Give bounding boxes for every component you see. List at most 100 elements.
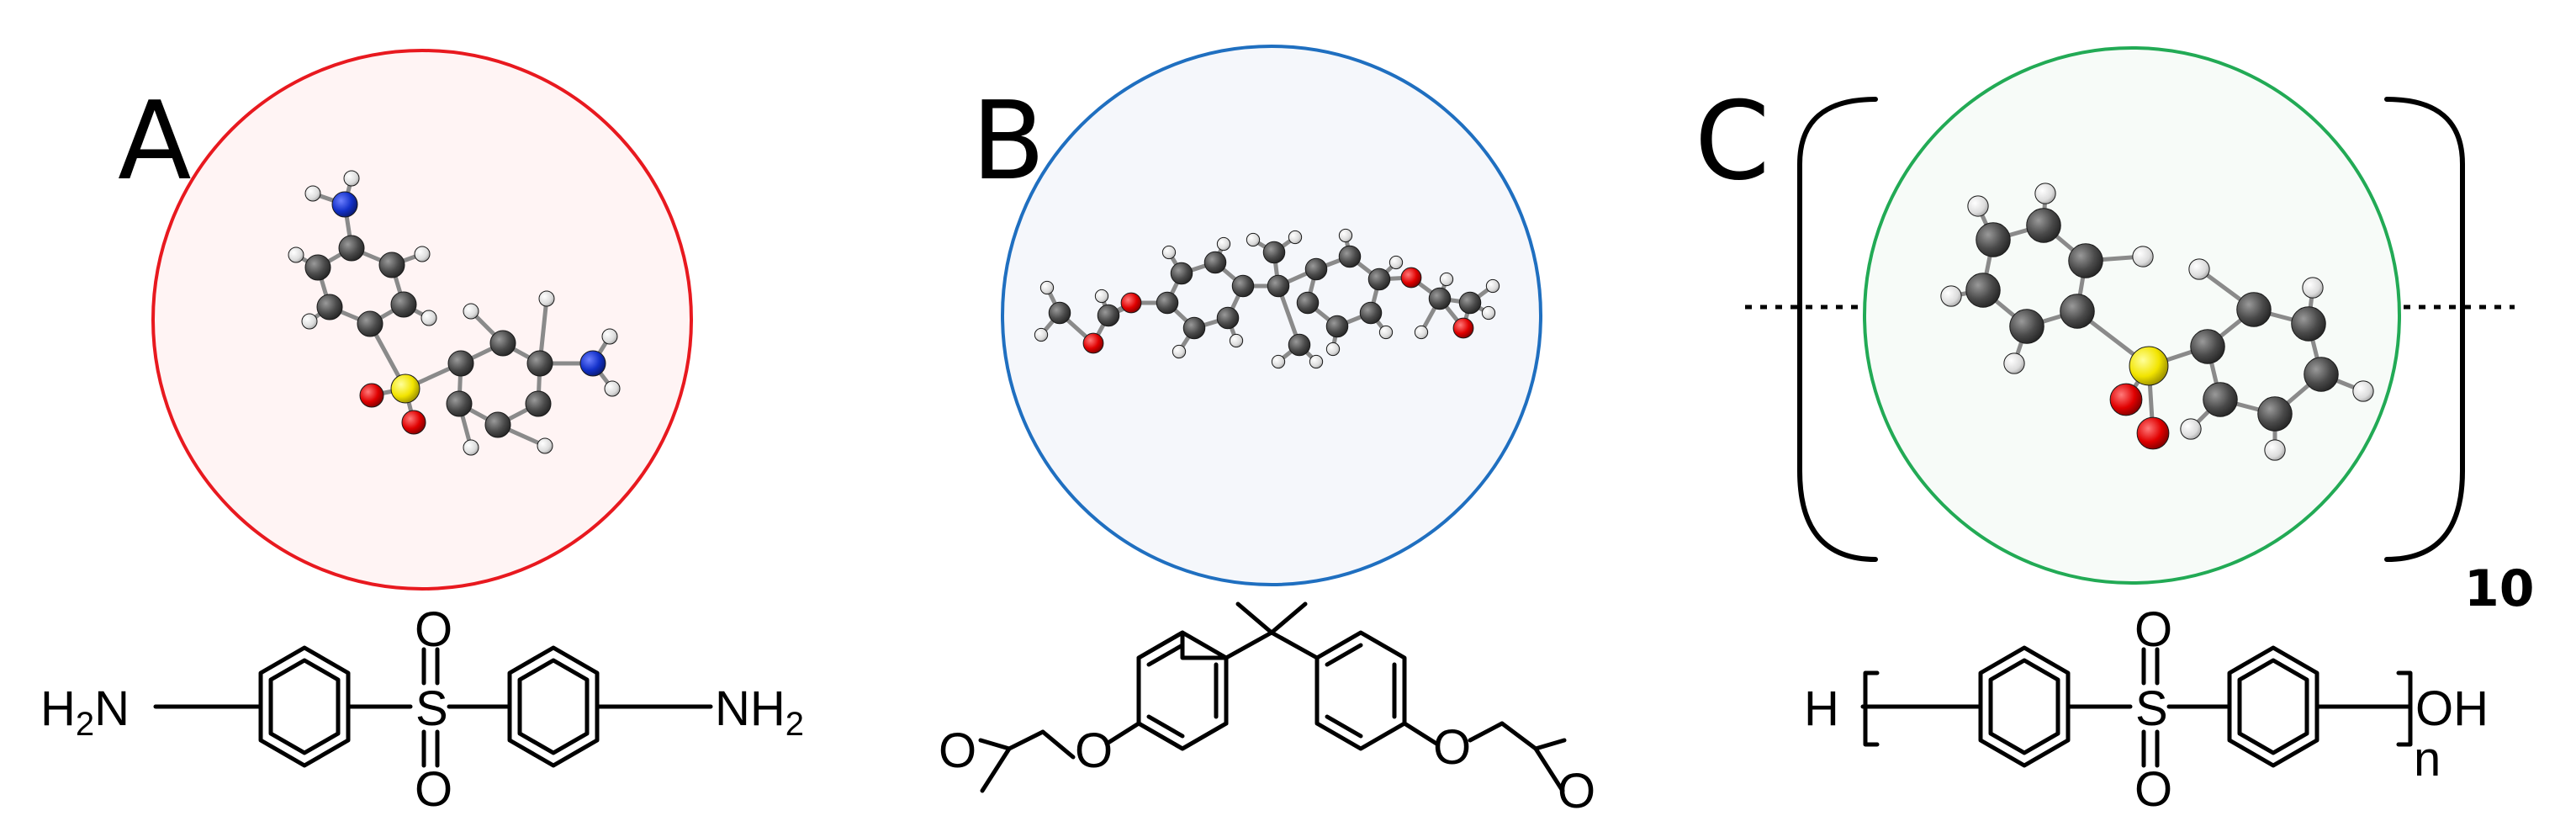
atom-c: [447, 350, 474, 377]
panel-c-structural-formula: H OH n S O O: [1804, 602, 2489, 817]
panel-b-molecule-circle: [1001, 45, 1542, 586]
atom-c: [1976, 222, 2011, 257]
atom-c: [1267, 274, 1290, 298]
atom-c: [1325, 315, 1349, 338]
atom-c: [390, 291, 417, 318]
atom-h: [421, 310, 437, 326]
atom-o: [359, 383, 384, 408]
atom-c: [1428, 287, 1452, 310]
panel-c-letter: C: [1695, 79, 1769, 204]
atom-h: [414, 246, 431, 262]
panel-c-ring-right: [2227, 645, 2319, 768]
panel-c-formula-bracket-right: [2396, 670, 2413, 747]
atom-c: [489, 330, 516, 357]
atom-c: [1359, 301, 1383, 325]
atom-h: [537, 437, 553, 454]
atom-o: [401, 410, 426, 435]
panel-c-oxygen-bottom: O: [2134, 762, 2172, 817]
atom-s: [390, 373, 421, 404]
panel-c-ring-left: [1978, 645, 2071, 768]
atom-c: [2009, 309, 2044, 344]
atom-c: [2236, 292, 2272, 327]
atom-c: [525, 390, 552, 417]
atom-c: [2203, 382, 2238, 417]
atom-c: [1097, 304, 1120, 327]
atom-c: [338, 235, 365, 262]
atom-h: [1216, 236, 1231, 252]
atom-c: [316, 294, 343, 320]
atom-c: [1170, 262, 1193, 285]
panel-b-ring-left-shape: [1136, 630, 1229, 751]
atom-c: [484, 411, 511, 438]
atom-c: [1288, 333, 1311, 357]
atom-c: [2190, 329, 2225, 364]
atom-h: [1161, 245, 1177, 260]
atom-c: [304, 254, 331, 281]
atom-h: [1378, 325, 1394, 340]
panel-c: C 10 H OH n S O O: [1695, 46, 2535, 817]
atom-o: [1120, 292, 1142, 314]
atom-h: [1439, 272, 1454, 287]
atom-c: [2257, 396, 2293, 432]
panel-b: B O O: [939, 45, 1595, 818]
atom-h: [1288, 230, 1303, 245]
atom-h: [1967, 195, 1989, 217]
atom-h: [1309, 354, 1324, 369]
atom-n: [579, 350, 606, 377]
panel-b-epoxide-oxygen-left: O: [939, 723, 976, 778]
panel-b-ether-oxygen-right: O: [1433, 720, 1471, 775]
atom-h: [1094, 289, 1109, 304]
atom-h: [604, 380, 621, 397]
atom-c: [1965, 273, 2001, 308]
panel-c-ring-right-inner: [2237, 658, 2309, 755]
panel-a-structural-formula: H2N NH2 S O O: [40, 602, 804, 817]
atom-c: [1216, 306, 1240, 330]
atom-c: [1156, 291, 1179, 315]
atom-c: [1304, 257, 1328, 281]
atom-c: [2068, 243, 2103, 278]
panel-a-ring-left: [258, 645, 351, 768]
panel-c-formula-bracket-left: [1863, 670, 1880, 747]
atom-h: [1271, 354, 1286, 369]
panel-b-ring-right: [1314, 630, 1407, 751]
atom-c: [526, 350, 553, 377]
atom-c: [1458, 291, 1482, 315]
panel-b-structural-formula: O O O O: [939, 601, 1595, 818]
panel-c-subscript-n: n: [2414, 732, 2441, 787]
panel-c-bracket-left: [1797, 97, 1878, 562]
atom-o: [1400, 267, 1422, 289]
panel-c-sulfur: S: [2135, 681, 2168, 736]
atom-h: [2132, 246, 2154, 268]
atom-c: [2026, 208, 2061, 243]
atom-h: [2003, 352, 2025, 374]
atom-h: [1034, 327, 1049, 342]
atom-c: [357, 310, 383, 337]
atom-h: [1325, 342, 1341, 357]
panel-a-3d-model: [288, 170, 621, 456]
panel-a-ring-right: [507, 645, 600, 768]
atom-h: [1940, 285, 1962, 307]
panel-a-amine-right: NH2: [715, 681, 804, 743]
panel-a-amine-left: H2N: [40, 681, 130, 743]
atom-h: [1485, 278, 1500, 294]
atom-o: [2109, 383, 2143, 416]
panel-a-oxygen-top: O: [415, 602, 452, 657]
panel-b-ether-oxygen-left: O: [1075, 723, 1113, 778]
atom-c: [1048, 301, 1071, 325]
atom-c: [1338, 245, 1362, 268]
atom-h: [601, 328, 618, 345]
atom-h: [1338, 228, 1353, 243]
atom-h: [1039, 280, 1055, 295]
atom-c: [1296, 291, 1320, 315]
panel-a: A H2N NH2 S O O: [40, 49, 804, 817]
panel-b-letter: B: [971, 79, 1045, 204]
atom-h: [1389, 255, 1404, 270]
atom-h: [2180, 418, 2202, 440]
atom-s: [2129, 346, 2169, 386]
atom-c: [2060, 294, 2095, 329]
atom-h: [301, 313, 318, 330]
atom-h: [1172, 344, 1187, 359]
panel-a-letter: A: [118, 79, 192, 204]
atom-c: [1262, 241, 1286, 264]
